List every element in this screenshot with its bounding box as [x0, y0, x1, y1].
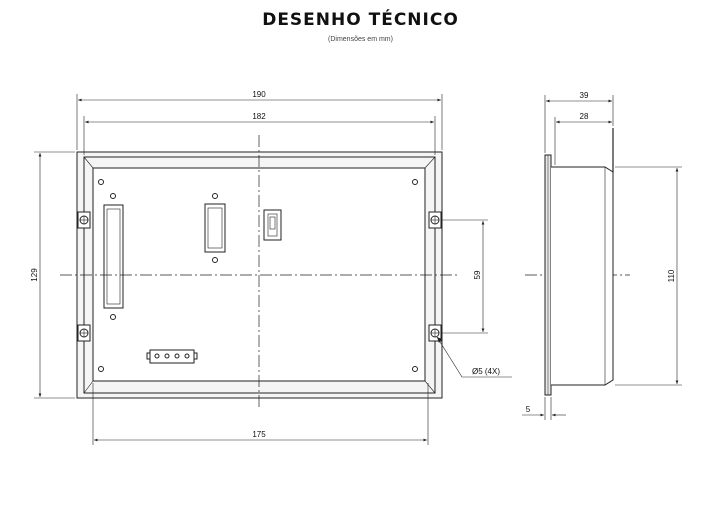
hole-leader	[436, 336, 512, 378]
db-connector	[204, 203, 226, 253]
long-connector	[103, 204, 124, 309]
panel-hole-icon	[98, 179, 104, 185]
usb-connector	[263, 209, 282, 241]
panel-hole-icon	[412, 179, 418, 185]
dim-label-59: 59	[473, 270, 482, 279]
side-body	[551, 166, 614, 386]
panel-hole-icon	[98, 366, 104, 372]
dim-label-28: 28	[580, 112, 589, 121]
drawing-subtitle: (Dimensões em mm)	[328, 36, 393, 43]
mounting-hole-icon	[77, 324, 91, 342]
mounting-hole-icon	[428, 211, 442, 229]
mounting-hole-icon	[77, 211, 91, 229]
mounting-hole-icon	[428, 324, 442, 342]
dim-label-129: 129	[30, 268, 39, 282]
drawing-title: DESENHO TÉCNICO	[262, 10, 459, 30]
dim-label-5: 5	[526, 405, 531, 414]
dim-label-182: 182	[252, 112, 266, 121]
dim-label-190: 190	[252, 90, 266, 99]
dim-label-175: 175	[252, 430, 266, 439]
panel-hole-icon	[412, 366, 418, 372]
dim-label-39: 39	[580, 91, 589, 100]
side-view	[544, 128, 614, 396]
terminal-block	[149, 349, 195, 364]
hole-note: Ø5 (4X)	[472, 367, 500, 376]
dim-label-110: 110	[667, 269, 676, 282]
